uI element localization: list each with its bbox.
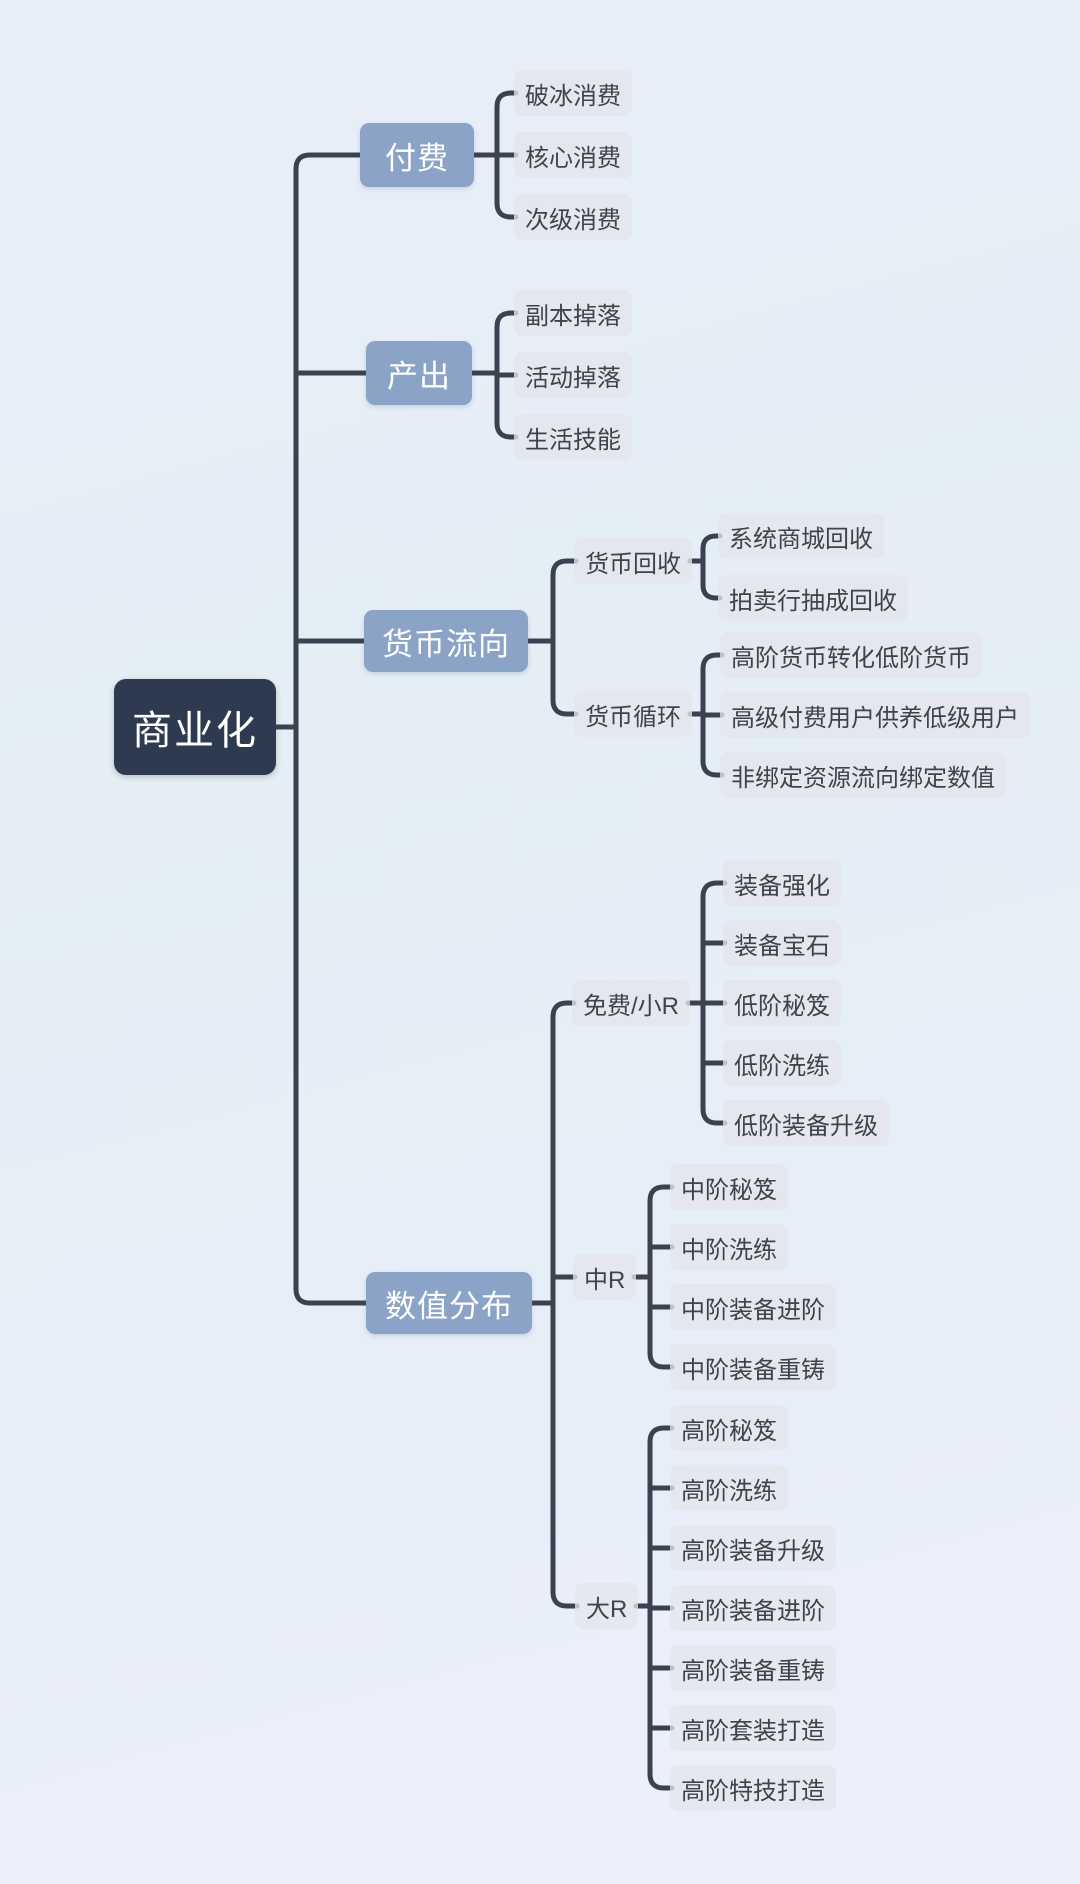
branch-node-currency-flow[interactable]: 货币流向 xyxy=(364,610,528,672)
leaf-node[interactable]: 中阶秘笈 xyxy=(670,1164,788,1210)
subbranch-node-mid-r[interactable]: 中R xyxy=(573,1254,637,1300)
branch-node-pay[interactable]: 付费 xyxy=(360,123,474,187)
leaf-node[interactable]: 生活技能 xyxy=(514,414,632,460)
leaf-node[interactable]: 次级消费 xyxy=(514,194,632,240)
leaf-node[interactable]: 活动掉落 xyxy=(514,352,632,398)
leaf-node[interactable]: 装备宝石 xyxy=(723,920,841,966)
leaf-node[interactable]: 非绑定资源流向绑定数值 xyxy=(720,752,1006,798)
root-node-commercialization[interactable]: 商业化 xyxy=(114,679,276,775)
leaf-node[interactable]: 高阶货币转化低阶货币 xyxy=(720,632,982,678)
branch-node-output[interactable]: 产出 xyxy=(366,341,472,405)
leaf-node[interactable]: 低阶装备升级 xyxy=(723,1100,889,1146)
branch-node-value-distribution[interactable]: 数值分布 xyxy=(366,1272,532,1334)
subbranch-node-free-small-r[interactable]: 免费/小R xyxy=(572,980,690,1026)
leaf-node[interactable]: 高阶特技打造 xyxy=(670,1765,836,1811)
leaf-node[interactable]: 系统商城回收 xyxy=(718,513,884,559)
leaf-node[interactable]: 低阶秘笈 xyxy=(723,980,841,1026)
leaf-node[interactable]: 高级付费用户供养低级用户 xyxy=(720,692,1030,738)
subbranch-node-big-r[interactable]: 大R xyxy=(575,1583,639,1629)
leaf-node[interactable]: 高阶装备升级 xyxy=(670,1525,836,1571)
leaf-node[interactable]: 中阶装备重铸 xyxy=(670,1344,836,1390)
leaf-node[interactable]: 低阶洗练 xyxy=(723,1040,841,1086)
leaf-node[interactable]: 中阶洗练 xyxy=(670,1224,788,1270)
leaf-node[interactable]: 高阶秘笈 xyxy=(670,1405,788,1451)
leaf-node[interactable]: 拍卖行抽成回收 xyxy=(718,575,908,621)
subbranch-node-currency-recycle[interactable]: 货币回收 xyxy=(574,538,692,584)
leaf-node[interactable]: 高阶套装打造 xyxy=(670,1705,836,1751)
leaf-node[interactable]: 副本掉落 xyxy=(514,290,632,336)
leaf-node[interactable]: 高阶洗练 xyxy=(670,1465,788,1511)
leaf-node[interactable]: 破冰消费 xyxy=(514,70,632,116)
leaf-node[interactable]: 高阶装备进阶 xyxy=(670,1585,836,1631)
leaf-node[interactable]: 装备强化 xyxy=(723,860,841,906)
leaf-node[interactable]: 核心消费 xyxy=(514,132,632,178)
subbranch-node-currency-cycle[interactable]: 货币循环 xyxy=(574,691,692,737)
leaf-node[interactable]: 高阶装备重铸 xyxy=(670,1645,836,1691)
leaf-node[interactable]: 中阶装备进阶 xyxy=(670,1284,836,1330)
